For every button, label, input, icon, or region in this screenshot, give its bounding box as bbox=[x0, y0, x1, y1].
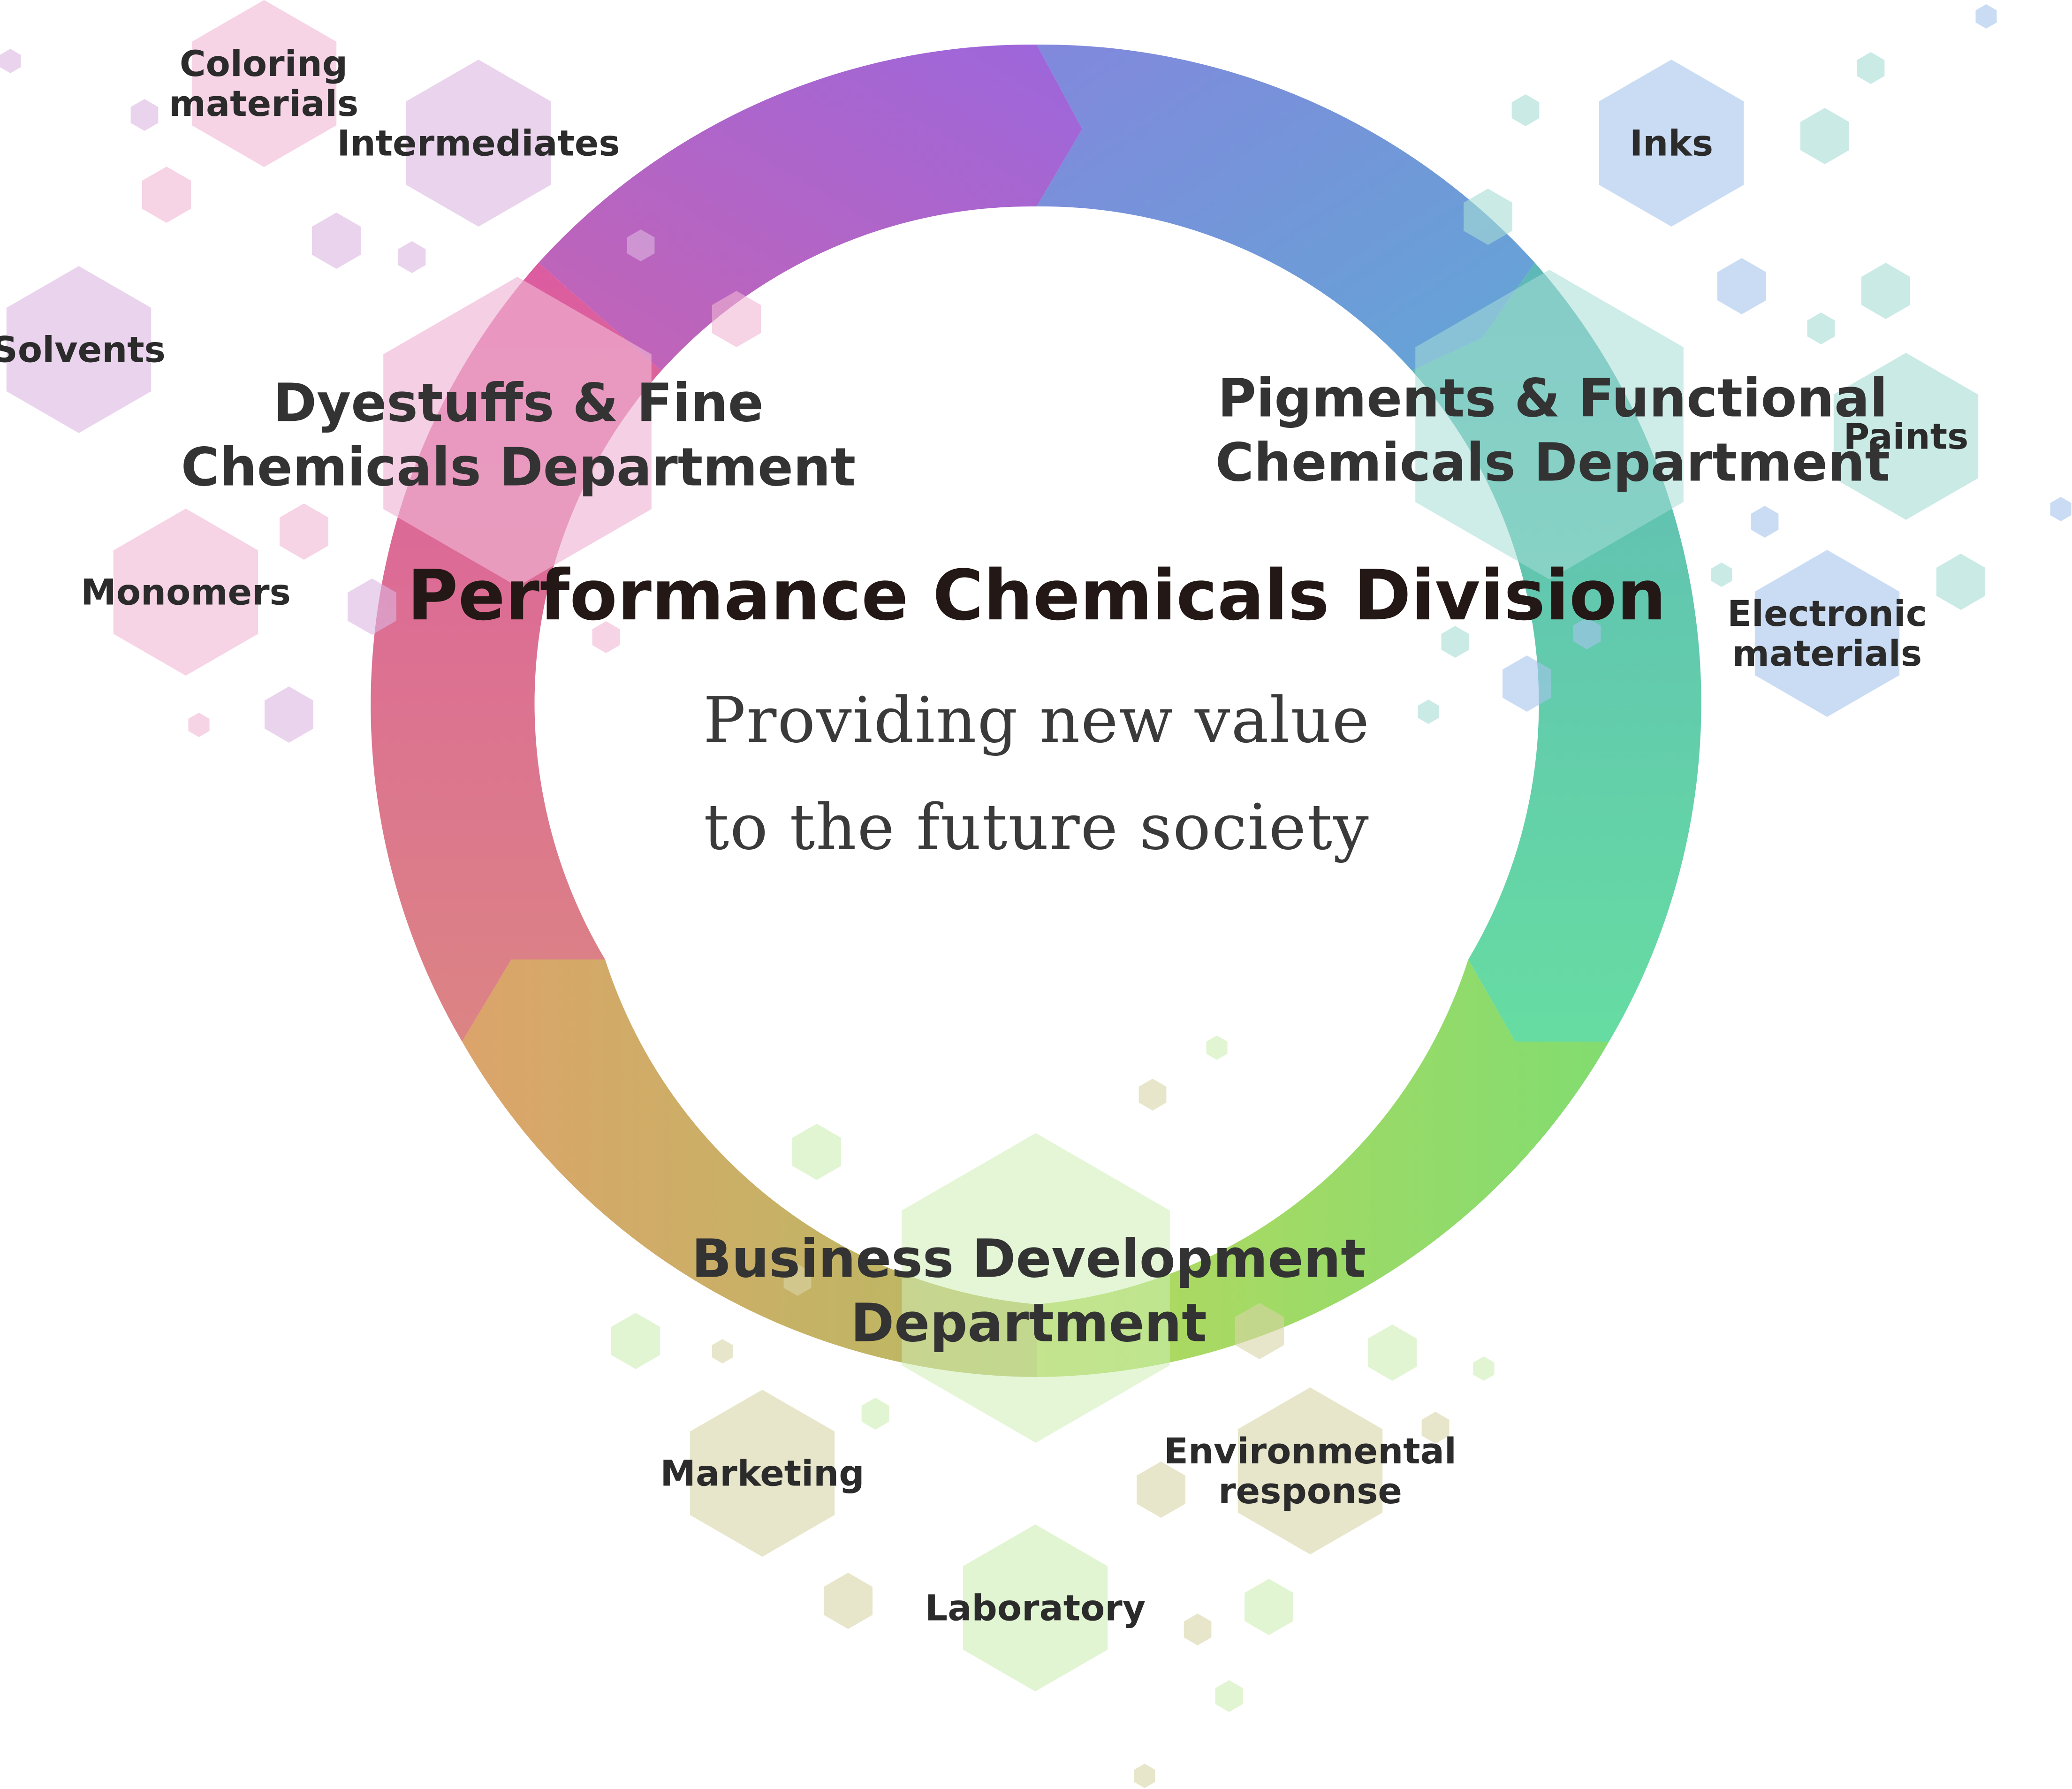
hexagon-shape-35 bbox=[1441, 626, 1469, 658]
hexagon-shape-14 bbox=[280, 503, 328, 560]
label-coloring-materials: Coloring materials bbox=[169, 44, 358, 123]
label-electronic-line2: materials bbox=[1732, 632, 1922, 674]
hexagon-shape-7 bbox=[0, 49, 21, 73]
hexagon-shape-11 bbox=[398, 241, 426, 273]
hexagon-shape-57 bbox=[1134, 1764, 1155, 1788]
hexagon-shape-13 bbox=[712, 291, 761, 347]
hexagon-shape-26 bbox=[1464, 189, 1512, 245]
hexagon-shape-21 bbox=[1754, 550, 1900, 717]
hexagon-shape-20 bbox=[1833, 353, 1979, 520]
label-monomers: Monomers bbox=[81, 571, 291, 613]
label-electronic-line1: Electronic bbox=[1727, 592, 1927, 634]
dept-pigments-line2: Chemicals Department bbox=[1215, 432, 1890, 493]
label-environmental-line2: response bbox=[1218, 1470, 1402, 1512]
hexagon-shape-12 bbox=[627, 229, 655, 261]
hexagon-shape-25 bbox=[1800, 108, 1849, 164]
hexagon-shape-34 bbox=[1573, 617, 1601, 649]
hexagon-shape-37 bbox=[1418, 700, 1439, 724]
hexagon-shape-45 bbox=[611, 1313, 660, 1369]
label-paints: Paints bbox=[1843, 415, 1969, 457]
ring-segment-purple bbox=[539, 44, 1082, 371]
hexagon-shape-46 bbox=[712, 1339, 733, 1363]
hexagon-shape-50 bbox=[1473, 1356, 1495, 1381]
hexagon-shape-54 bbox=[1245, 1579, 1293, 1635]
dept-pigments-functional-chemicals: Pigments & Functional Chemicals Departme… bbox=[1215, 366, 1890, 495]
division-title: Performance Chemicals Division bbox=[407, 555, 1666, 636]
hexagon-shape-15 bbox=[348, 579, 396, 635]
hexagon-shape-39 bbox=[963, 1524, 1108, 1691]
hexagon-shape-1 bbox=[1415, 270, 1684, 579]
hexagon-shape-8 bbox=[130, 99, 159, 131]
hexagon-shape-43 bbox=[792, 1124, 841, 1180]
ring-segment-olive bbox=[462, 959, 1037, 1377]
hexagon-shape-41 bbox=[1206, 1035, 1228, 1060]
hexagon-shape-33 bbox=[1936, 554, 1985, 610]
hexagon-shape-22 bbox=[1975, 4, 1997, 29]
hexagon-shape-10 bbox=[312, 213, 361, 269]
hexagon-shape-40 bbox=[1237, 1387, 1383, 1554]
hexagon-shape-52 bbox=[1137, 1462, 1185, 1518]
hexagon-shape-23 bbox=[1857, 52, 1885, 84]
label-electronic-materials: Electronic materials bbox=[1727, 594, 1927, 673]
ring-segment-green bbox=[1037, 959, 1609, 1377]
dept-business-development: Business Development Department bbox=[691, 1227, 1366, 1355]
tagline-line1: Providing new value bbox=[703, 684, 1370, 757]
hexagon-shape-56 bbox=[1215, 1680, 1243, 1712]
hexagon-shape-9 bbox=[142, 167, 191, 223]
label-coloring-line2: materials bbox=[168, 83, 359, 124]
hexagon-shape-42 bbox=[1138, 1079, 1167, 1111]
dept-pigments-line1: Pigments & Functional bbox=[1217, 368, 1888, 429]
label-coloring-line1: Coloring bbox=[179, 42, 348, 84]
hexagon-shape-18 bbox=[265, 686, 313, 743]
hexagon-shape-51 bbox=[1421, 1412, 1450, 1444]
hexagon-shape-16 bbox=[592, 621, 620, 653]
hexagon-shape-32 bbox=[1711, 563, 1732, 587]
hexagon-shape-0 bbox=[383, 277, 652, 586]
label-environmental-response: Environmental response bbox=[1164, 1431, 1457, 1511]
dept-business-line2: Department bbox=[850, 1293, 1207, 1354]
ring-segment-blue bbox=[1037, 44, 1535, 371]
hexagon-shape-6 bbox=[113, 509, 258, 676]
hexagon-shape-3 bbox=[191, 0, 337, 167]
label-environmental-line1: Environmental bbox=[1164, 1430, 1457, 1472]
label-intermediates: Intermediates bbox=[337, 122, 620, 164]
label-inks: Inks bbox=[1629, 122, 1714, 164]
hexagon-shape-29 bbox=[1807, 312, 1835, 344]
hexagon-shape-4 bbox=[406, 60, 551, 227]
tagline-line2: to the future society bbox=[704, 791, 1370, 864]
hexagon-shape-28 bbox=[1861, 263, 1910, 319]
hexagon-shape-5 bbox=[6, 266, 152, 433]
hexagon-shape-53 bbox=[824, 1573, 873, 1629]
hexagon-shape-24 bbox=[1511, 94, 1540, 126]
hexagon-shape-30 bbox=[1751, 506, 1779, 538]
division-tagline: Providing new value to the future societ… bbox=[703, 667, 1370, 881]
label-laboratory: Laboratory bbox=[925, 1587, 1146, 1629]
hexagon-shape-55 bbox=[1184, 1614, 1212, 1645]
hexagon-shape-36 bbox=[1503, 655, 1551, 712]
dept-business-line1: Business Development bbox=[691, 1228, 1366, 1290]
label-marketing: Marketing bbox=[660, 1452, 865, 1494]
hexagon-shape-27 bbox=[1717, 258, 1766, 314]
hexagon-shape-44 bbox=[783, 1264, 812, 1296]
hexagon-shape-2 bbox=[902, 1133, 1170, 1443]
hexagon-shape-17 bbox=[188, 713, 210, 737]
hexagon-shape-19 bbox=[1599, 60, 1744, 227]
dept-dyestuffs-line1: Dyestuffs & Fine bbox=[273, 373, 764, 434]
label-solvents: Solvents bbox=[0, 328, 166, 371]
hexagon-shape-49 bbox=[861, 1398, 889, 1430]
hexagon-shape-48 bbox=[1368, 1325, 1417, 1381]
hexagon-shape-31 bbox=[2050, 497, 2072, 521]
dept-dyestuffs-line2: Chemicals Department bbox=[181, 437, 856, 498]
dept-dyestuffs-fine-chemicals: Dyestuffs & Fine Chemicals Department bbox=[181, 371, 856, 499]
hexagon-shape-47 bbox=[1235, 1303, 1284, 1359]
hexagon-shape-38 bbox=[690, 1390, 835, 1557]
